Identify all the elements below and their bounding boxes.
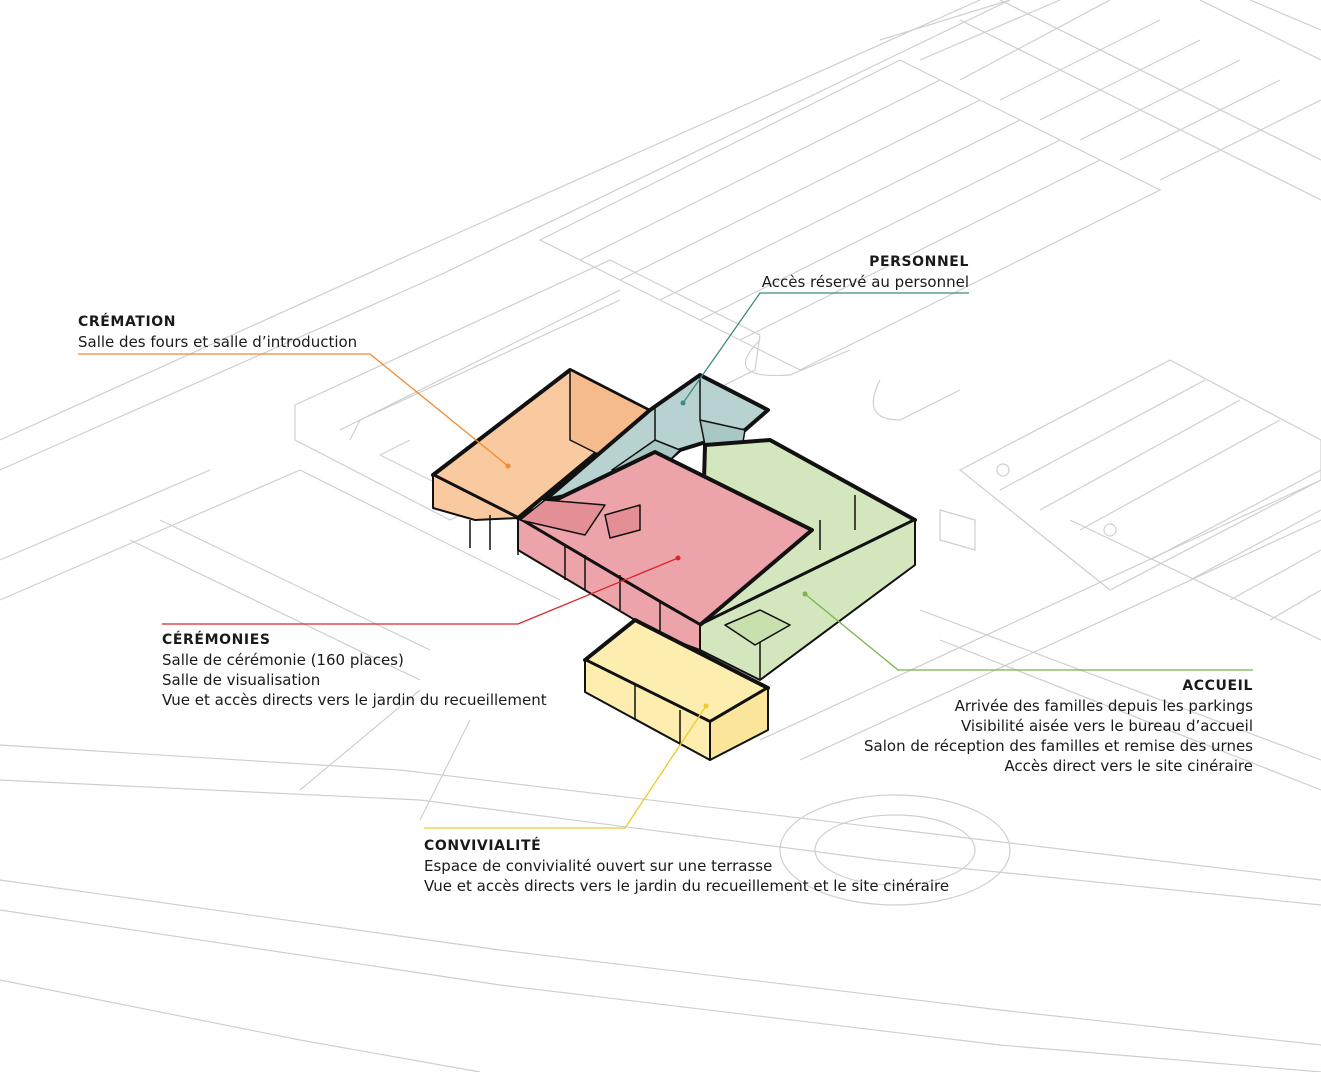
zone-convivialite-volume xyxy=(583,618,770,761)
label-accueil-line-2: Visibilité aisée vers le bureau d’accuei… xyxy=(960,717,1253,735)
leader-personnel-dot xyxy=(680,400,686,406)
leader-cremation xyxy=(78,353,509,467)
zone-cremation-volume xyxy=(431,368,650,555)
leader-accueil-dot xyxy=(802,591,808,597)
label-accueil: ACCUEIL Arrivée des familles depuis les … xyxy=(864,676,1253,776)
leader-cremation-dot xyxy=(505,463,511,469)
label-personnel-title: PERSONNEL xyxy=(869,254,969,270)
label-accueil-line-4: Accès direct vers le site cinéraire xyxy=(1004,757,1253,775)
label-convivialite-line-2: Vue et accès directs vers le jardin du r… xyxy=(424,877,950,895)
label-personnel: PERSONNEL Accès réservé au personnel xyxy=(762,252,969,292)
label-ceremonies-title: CÉRÉMONIES xyxy=(162,632,271,648)
label-personnel-line-1: Accès réservé au personnel xyxy=(761,273,969,291)
label-cremation: CRÉMATION Salle des fours et salle d’int… xyxy=(78,312,357,352)
label-accueil-line-1: Arrivée des familles depuis les parkings xyxy=(954,697,1253,715)
label-ceremonies-line-3: Vue et accès directs vers le jardin du r… xyxy=(162,691,547,709)
leader-convivialite xyxy=(424,705,707,829)
label-convivialite: CONVIVIALITÉ Espace de convivialité ouve… xyxy=(424,836,949,896)
building xyxy=(431,368,917,761)
label-cremation-title: CRÉMATION xyxy=(78,314,177,330)
label-accueil-title: ACCUEIL xyxy=(1182,678,1253,694)
label-ceremonies: CÉRÉMONIES Salle de cérémonie (160 place… xyxy=(162,630,547,710)
leader-personnel xyxy=(682,292,969,404)
zone-ceremonies-volume xyxy=(516,450,814,651)
leader-convivialite-dot xyxy=(703,703,709,709)
label-convivialite-title: CONVIVIALITÉ xyxy=(424,838,542,854)
label-convivialite-line-1: Espace de convivialité ouvert sur une te… xyxy=(424,857,773,875)
leader-accueil xyxy=(804,593,1253,671)
label-ceremonies-line-1: Salle de cérémonie (160 places) xyxy=(162,651,404,669)
leader-lines xyxy=(78,292,1253,829)
label-cremation-line-1: Salle des fours et salle d’introduction xyxy=(78,333,358,351)
leader-ceremonies-dot xyxy=(675,555,681,561)
label-ceremonies-line-2: Salle de visualisation xyxy=(162,671,321,689)
label-accueil-line-3: Salon de réception des familles et remis… xyxy=(864,737,1253,755)
leader-ceremonies xyxy=(162,557,679,625)
